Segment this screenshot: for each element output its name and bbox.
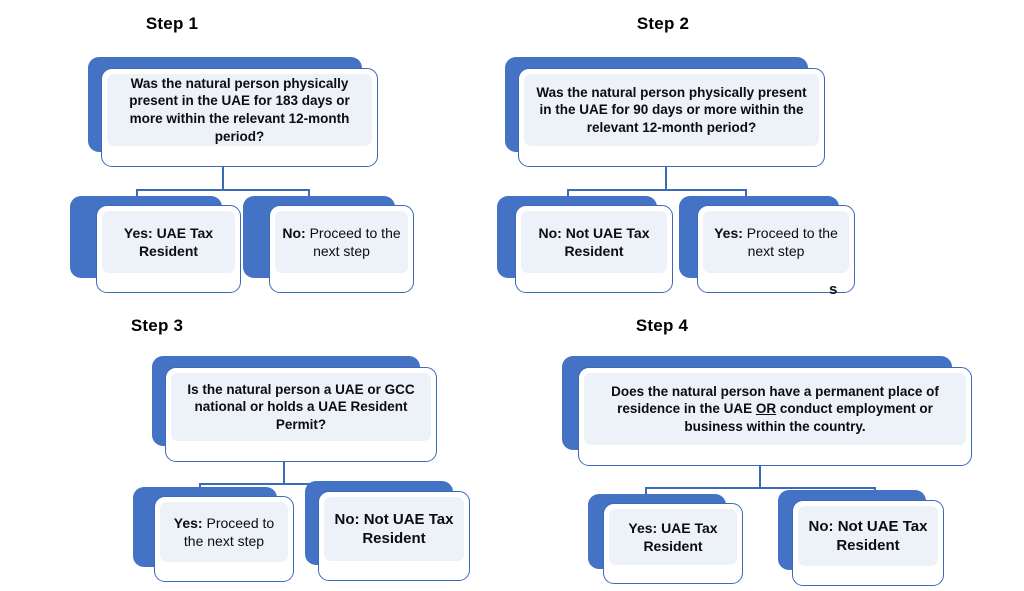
step-3-answer-yes-body: Proceed to the next step [183,514,275,549]
step-3-answer-yes-textbox: Yes: Proceed to the next step [160,502,288,562]
step-1-answer-yes-textbox: Yes: UAE Tax Resident [102,211,235,273]
step-2-answer-no-text: No: Not UAE Tax Resident [538,224,650,259]
step-4-question-node[interactable]: Does the natural person have a permanent… [562,356,972,466]
step-4-connector-bar [645,487,875,489]
step-4-heading: Step 4 [635,316,689,335]
step-1-answer-no-prefix: No: [282,224,306,241]
step-4-answer-yes-node[interactable]: Yes: UAE Tax Resident [588,494,743,586]
step-4-answer-no-textbox: No: Not UAE Tax Resident [798,506,938,566]
step-4-question-part-before: Does the natural person have a permanent… [611,383,939,417]
step-1-question-text: Was the natural person physically presen… [129,75,350,144]
step-1-question-node[interactable]: Was the natural person physically presen… [88,57,378,167]
step-4-answer-yes-textbox: Yes: UAE Tax Resident [609,509,737,565]
step-2-answer-yes-body: Proceed to the next step [742,224,838,259]
step-1-connector-trunk [222,167,224,190]
step-4-question-textbox: Does the natural person have a permanent… [584,373,966,445]
step-4-connector-trunk [759,466,761,488]
step-3-connector-trunk [283,462,285,484]
step-4-answer-no-text: No: Not UAE Tax Resident [808,517,928,555]
step-2-answer-yes-textbox: Yes: Proceed to the next step [703,211,849,273]
step-1-answer-no-text: No: Proceed to the next step [275,224,408,260]
step-4-answer-yes-text: Yes: UAE Tax Resident [628,519,718,554]
step-2-answer-no-node[interactable]: No: Not UAE Tax Resident [497,196,677,296]
step-3-answer-no-textbox: No: Not UAE Tax Resident [324,497,464,561]
step-2-heading: Step 2 [636,14,690,33]
step-1-answer-yes-node[interactable]: Yes: UAE Tax Resident [70,196,241,296]
step-1-answer-no-textbox: No: Proceed to the next step [275,211,408,273]
step-1-answer-no-node[interactable]: No: Proceed to the next step [243,196,414,296]
step-3-answer-no-node[interactable]: No: Not UAE Tax Resident [305,481,470,581]
step-2-question-textbox: Was the natural person physically presen… [524,74,819,146]
step-3-connector-bar [199,483,369,485]
step-4-question-text: Does the natural person have a permanent… [584,383,966,436]
step-2-answer-yes-node[interactable]: Yes: Proceed to the next step [679,196,859,296]
stray-glyph-artifact: s [829,281,838,298]
step-3-question-textbox: Is the natural person a UAE or GCC natio… [171,373,431,441]
step-3-question-node[interactable]: Is the natural person a UAE or GCC natio… [152,356,442,462]
step-3-answer-yes-text: Yes: Proceed to the next step [160,514,288,550]
step-3-answer-yes-prefix: Yes: [173,514,203,531]
step-3-answer-no-text: No: Not UAE Tax Resident [334,510,454,548]
step-1-answer-no-body: Proceed to the next step [305,224,401,259]
step-2-answer-yes-prefix: Yes: [714,224,743,241]
step-2-connector-bar [567,189,746,191]
step-3-answer-yes-node[interactable]: Yes: Proceed to the next step [133,487,294,585]
step-3-question-text: Is the natural person a UAE or GCC natio… [187,381,415,432]
step-1-answer-yes-text: Yes: UAE Tax Resident [123,224,214,259]
step-2-answer-no-textbox: No: Not UAE Tax Resident [521,211,667,273]
step-4-question-part-after: conduct employment or business within th… [684,401,933,434]
step-1-heading: Step 1 [145,14,199,33]
step-1-connector-bar [136,189,309,191]
step-2-connector-trunk [665,167,667,190]
step-1-question-textbox: Was the natural person physically presen… [107,74,372,146]
step-4-question-emphasis: OR [755,401,777,417]
step-2-question-node[interactable]: Was the natural person physically presen… [505,57,825,167]
step-4-answer-no-node[interactable]: No: Not UAE Tax Resident [778,490,944,586]
step-2-answer-yes-text: Yes: Proceed to the next step [703,224,849,260]
step-2-question-text: Was the natural person physically presen… [536,84,807,135]
step-3-heading: Step 3 [130,316,184,335]
